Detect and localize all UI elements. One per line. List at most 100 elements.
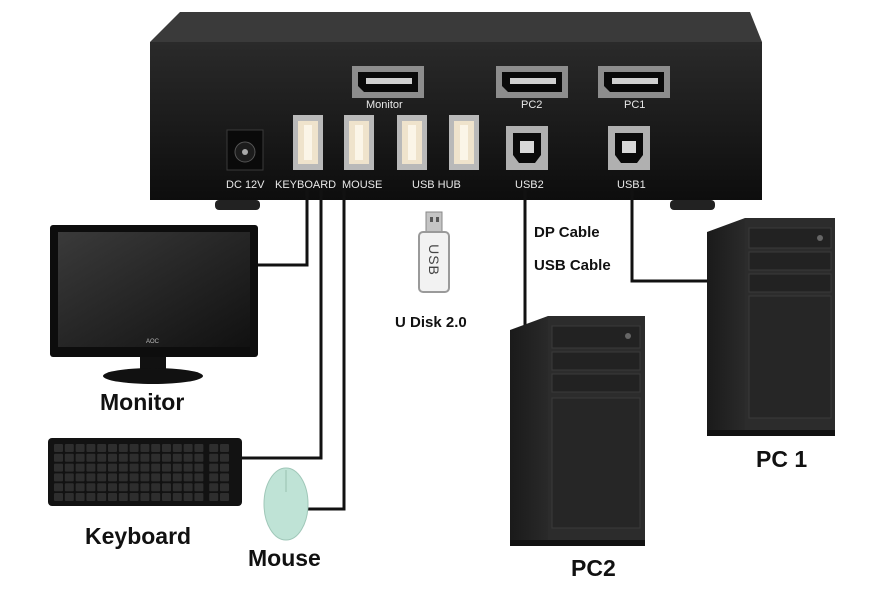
label-dp-cable: DP Cable <box>534 224 600 241</box>
keyboard-key <box>194 453 204 462</box>
keyboard-key <box>118 473 128 482</box>
label-keyboard-port: KEYBOARD <box>275 179 337 191</box>
keyboard-key <box>129 483 139 492</box>
keyboard-key <box>64 483 74 492</box>
keyboard-key <box>97 444 107 452</box>
dp-port-pc2 <box>496 66 568 98</box>
keyboard-key <box>118 463 128 472</box>
keyboard-key <box>220 453 229 462</box>
keyboard-key <box>172 453 182 462</box>
keyboard-key <box>140 444 150 452</box>
keyboard-key <box>183 493 193 501</box>
keyboard-key <box>75 453 85 462</box>
keyboard-key <box>140 463 150 472</box>
keyboard-key <box>140 493 150 501</box>
keyboard-key <box>162 483 171 492</box>
label-usb2: USB2 <box>515 179 544 191</box>
caption-keyboard: Keyboard <box>85 523 192 549</box>
keyboard-key <box>194 493 204 501</box>
keyboard-key <box>129 473 139 482</box>
keyboard-key <box>64 473 74 482</box>
monitor-brand-logo: AOC <box>146 339 160 345</box>
keyboard-key <box>220 483 229 492</box>
keyboard-key <box>183 453 193 462</box>
keyboard-key <box>183 473 193 482</box>
keyboard-key <box>75 473 85 482</box>
keyboard-key <box>194 473 204 482</box>
keyboard-key <box>129 453 139 462</box>
keyboard-key <box>108 473 117 482</box>
caption-monitor: Monitor <box>100 389 185 415</box>
keyboard-key <box>64 453 74 462</box>
pc2-tower <box>510 316 645 546</box>
keyboard-key <box>140 473 150 482</box>
keyboard-key <box>162 444 171 452</box>
keyboard-key <box>86 444 96 452</box>
keyboard-key <box>162 463 171 472</box>
keyboard-device <box>48 438 242 506</box>
keyboard-key <box>108 444 117 452</box>
keyboard-key <box>97 473 107 482</box>
usb-a-port-keyboard <box>293 115 323 170</box>
keyboard-key <box>194 483 204 492</box>
label-mouse-port: MOUSE <box>342 179 383 191</box>
keyboard-key <box>172 444 182 452</box>
usb-b-port-usb2 <box>506 126 548 170</box>
keyboard-key <box>162 453 171 462</box>
dp-port-pc1 <box>598 66 670 98</box>
keyboard-key <box>151 483 161 492</box>
keyboard-key <box>118 453 128 462</box>
keyboard-key <box>97 453 107 462</box>
caption-pc1: PC 1 <box>756 446 808 472</box>
keyboard-key <box>108 483 117 492</box>
keyboard-key <box>151 444 161 452</box>
keyboard-key <box>209 493 219 501</box>
keyboard-key <box>172 483 182 492</box>
keyboard-key <box>86 453 96 462</box>
keyboard-key <box>183 483 193 492</box>
keyboard-key <box>64 444 74 452</box>
keyboard-key <box>209 463 219 472</box>
keyboard-key <box>54 493 63 501</box>
keyboard-key <box>118 483 128 492</box>
keyboard-key <box>75 463 85 472</box>
usb-a-port-hub-2 <box>449 115 479 170</box>
usb-stick-icon <box>418 211 450 293</box>
keyboard-key <box>220 444 229 452</box>
keyboard-key <box>151 453 161 462</box>
keyboard-key <box>151 493 161 501</box>
keyboard-key <box>140 453 150 462</box>
keyboard-key <box>54 483 63 492</box>
keyboard-key <box>64 463 74 472</box>
caption-pc2: PC2 <box>571 555 616 581</box>
usb-a-port-mouse <box>344 115 374 170</box>
keyboard-key <box>75 444 85 452</box>
caption-udisk: U Disk 2.0 <box>395 314 467 331</box>
keyboard-key <box>64 493 74 501</box>
monitor-device <box>50 225 258 384</box>
cable-monitor <box>256 188 309 267</box>
keyboard-key <box>75 483 85 492</box>
keyboard-key <box>140 483 150 492</box>
keyboard-key <box>129 444 139 452</box>
label-dp-pc2: PC2 <box>521 99 543 111</box>
usb-b-port-usb1 <box>608 126 650 170</box>
keyboard-key <box>54 473 63 482</box>
mouse-device <box>263 467 309 541</box>
keyboard-key <box>97 463 107 472</box>
usb-stick-text: USB <box>426 244 442 276</box>
keyboard-key <box>108 493 117 501</box>
label-usb-cable: USB Cable <box>534 257 611 274</box>
keyboard-key <box>194 463 204 472</box>
keyboard-key <box>209 453 219 462</box>
caption-mouse: Mouse <box>248 545 321 571</box>
dp-port-monitor <box>352 66 424 98</box>
keyboard-key <box>183 463 193 472</box>
pc1-tower <box>707 218 835 436</box>
keyboard-key <box>86 483 96 492</box>
label-dc-12v: DC 12V <box>226 179 265 191</box>
keyboard-key <box>209 444 219 452</box>
keyboard-key <box>162 493 171 501</box>
keyboard-key <box>97 483 107 492</box>
